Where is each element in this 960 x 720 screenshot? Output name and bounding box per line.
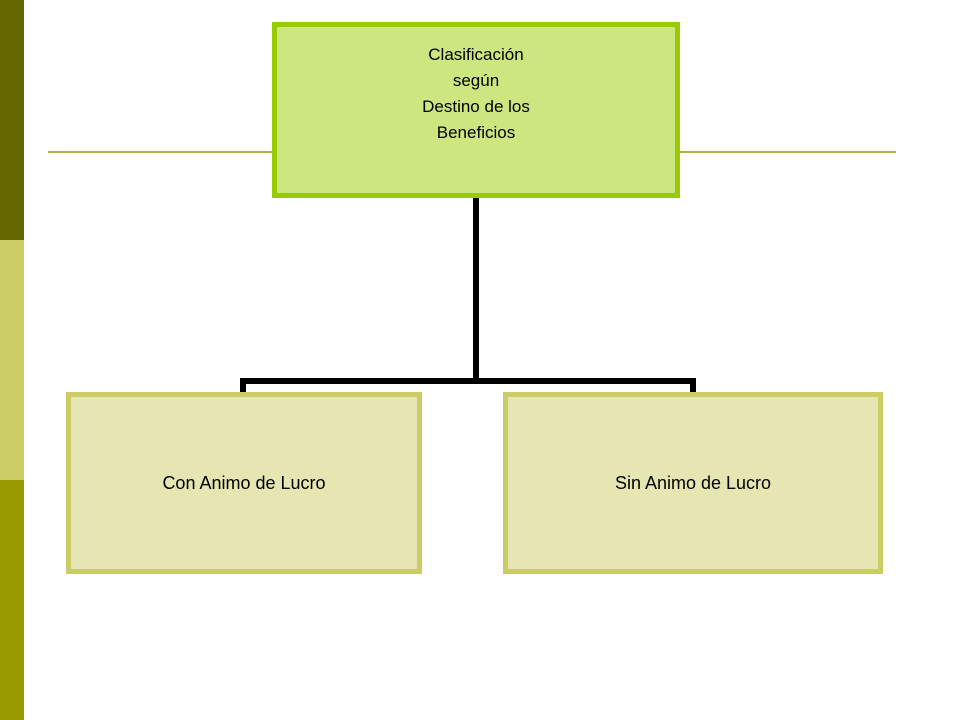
decorative-strip-middle	[0, 240, 24, 480]
decorative-strip-top	[0, 0, 24, 240]
connector-horizontal	[240, 378, 696, 384]
child-node-con-animo-de-lucro: Con Animo de Lucro	[66, 392, 422, 574]
connector-left-drop	[240, 378, 246, 394]
root-node-label: Clasificación según Destino de los Benef…	[422, 45, 530, 142]
decorative-strip-bottom	[0, 480, 24, 720]
child-node-label: Sin Animo de Lucro	[614, 473, 772, 493]
root-node: Clasificación según Destino de los Benef…	[272, 22, 680, 198]
connector-right-drop	[690, 378, 696, 394]
child-node-label: Con Animo de Lucro	[162, 473, 326, 493]
child-node-sin-animo-de-lucro: Sin Animo de Lucro	[503, 392, 883, 574]
connector-root-vertical	[473, 196, 479, 382]
